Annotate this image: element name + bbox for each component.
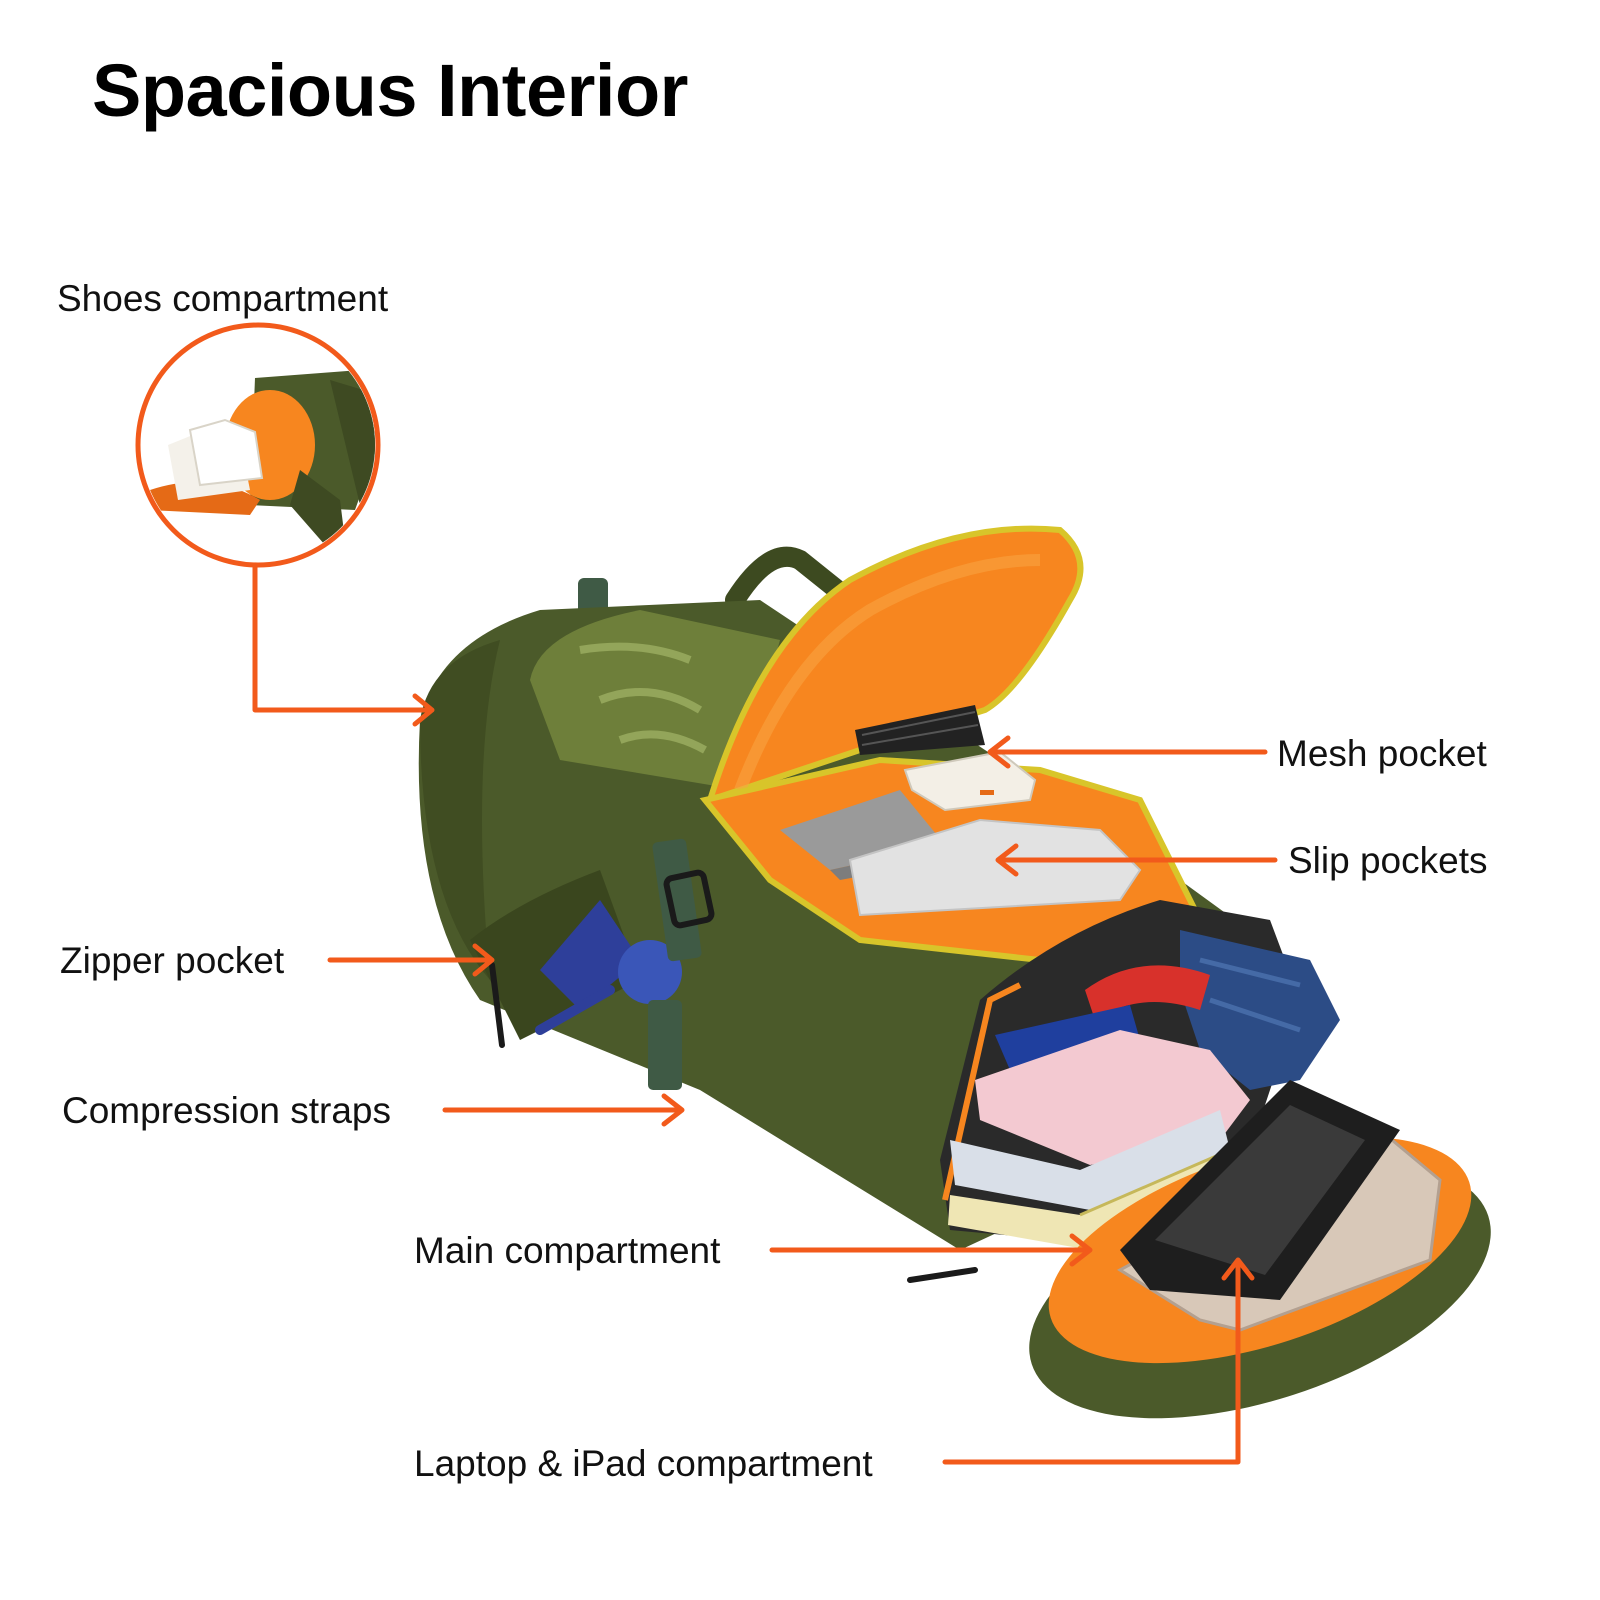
laptop-compartment-arrow (942, 1259, 1241, 1465)
mesh-pocket-label: Mesh pocket (1277, 733, 1487, 774)
laptop-compartment-label: Laptop & iPad compartment (414, 1443, 873, 1484)
compression-straps-label: Compression straps (62, 1090, 392, 1131)
slip-pockets-label: Slip pockets (1288, 840, 1488, 881)
page-title: Spacious Interior (92, 49, 688, 132)
callout-arrows (252, 562, 1278, 1465)
shoes-arrow (252, 562, 433, 713)
shoes-compartment-label: Shoes compartment (57, 278, 389, 319)
top-compartment (699, 750, 1205, 964)
laptop-compartment (1029, 1080, 1491, 1419)
shoes-compartment-inset (135, 322, 381, 568)
main-compartment-label: Main compartment (414, 1230, 721, 1271)
open-top-flap (705, 525, 1084, 805)
zipper-pocket-label: Zipper pocket (60, 940, 285, 981)
